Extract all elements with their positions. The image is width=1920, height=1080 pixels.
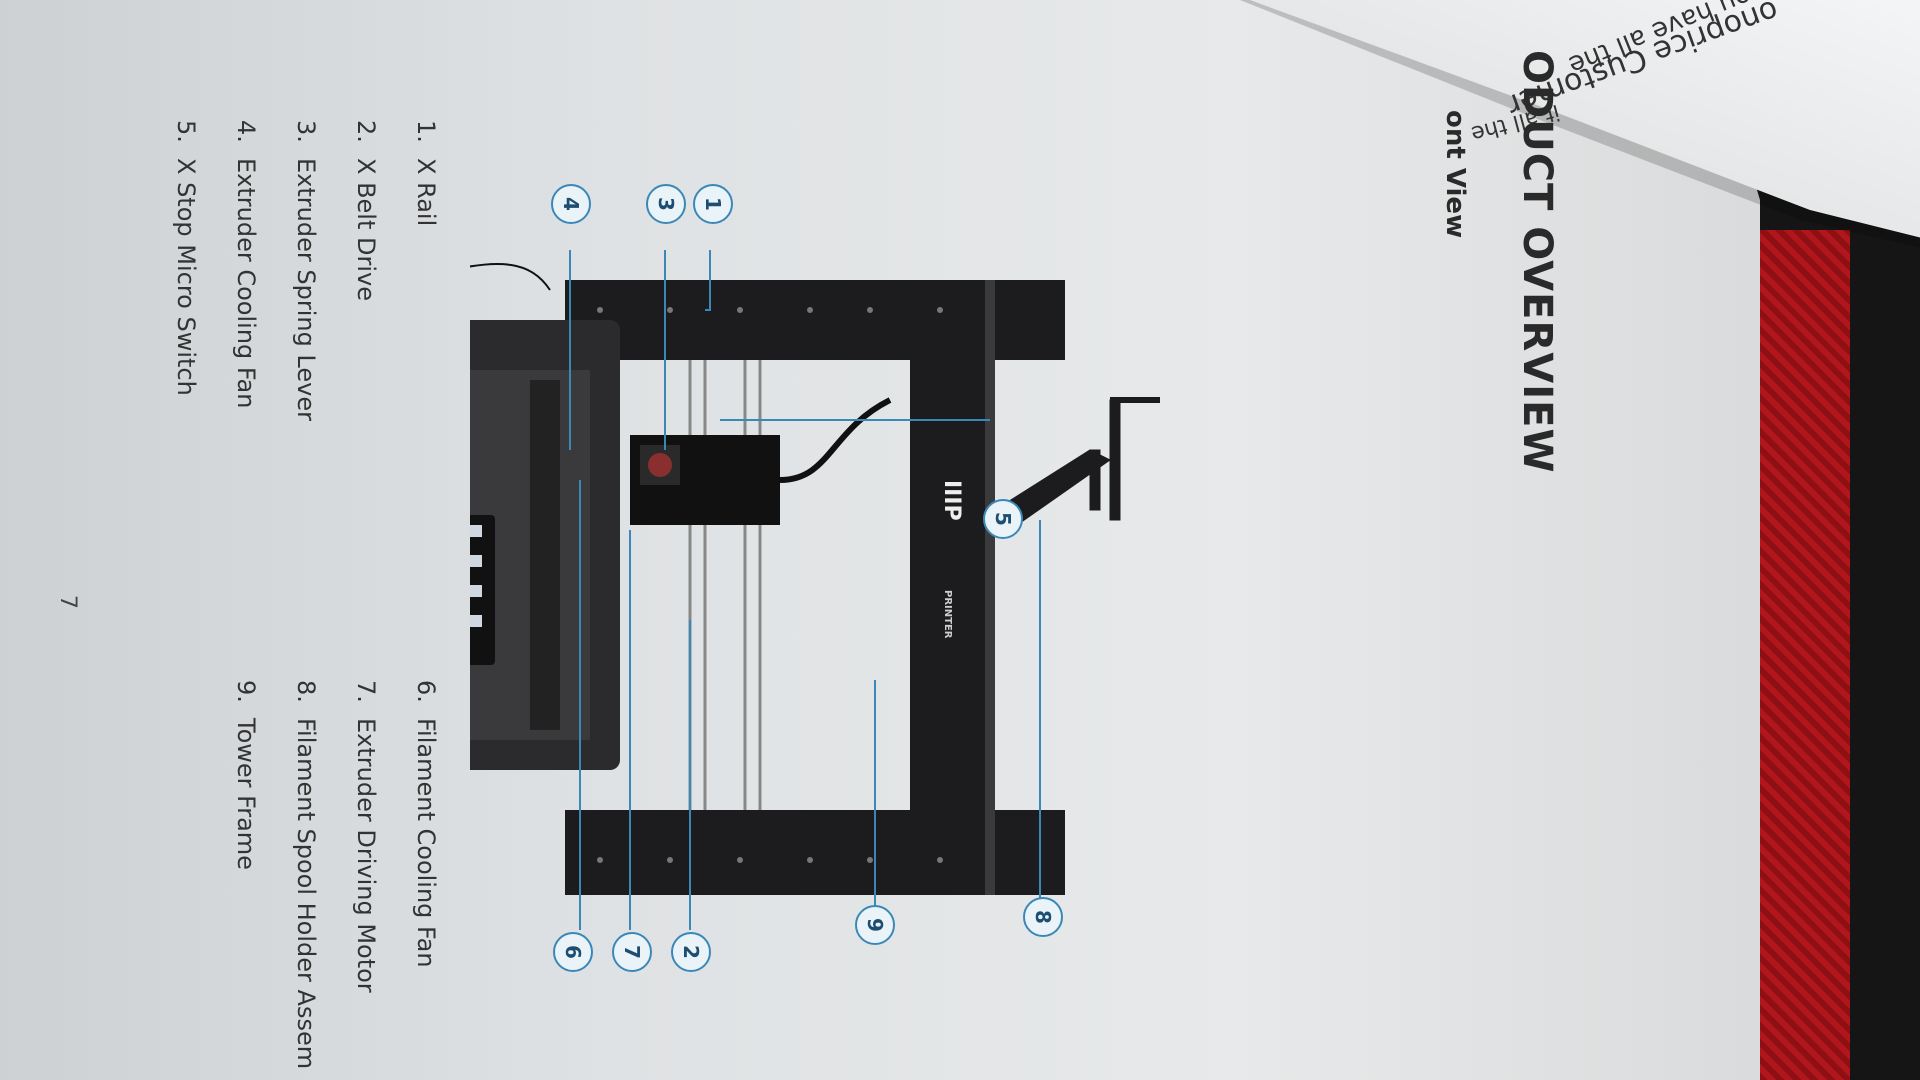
callout-6: 6 — [553, 932, 593, 972]
callout-2: 2 — [671, 932, 711, 972]
part-label: Tower Frame — [232, 718, 260, 870]
part-label: Extruder Spring Lever — [292, 158, 320, 421]
part-number: 4. — [232, 120, 260, 143]
part-label: Extruder Cooling Fan — [232, 158, 260, 409]
callout-3: 3 — [646, 184, 686, 224]
page-number: 7 — [55, 595, 80, 609]
part-number: 7. — [352, 680, 380, 703]
spool-holder — [994, 397, 1160, 531]
part-label: X Belt Drive — [352, 158, 380, 301]
part-number: 6. — [412, 680, 440, 703]
part-number: 5. — [172, 120, 200, 143]
part-item-4: 4. Extruder Cooling Fan — [232, 120, 260, 408]
tower-frame — [565, 280, 1065, 895]
part-number: 9. — [232, 680, 260, 703]
section-subtitle: ont View — [1440, 110, 1470, 239]
printer-illustration: IIIP PRINTER — [470, 250, 1160, 930]
part-item-3: 3. Extruder Spring Lever — [292, 120, 320, 421]
part-label: Filament Spool Holder Assem — [292, 718, 320, 1070]
callout-4: 4 — [551, 184, 591, 224]
part-number: 3. — [292, 120, 320, 143]
part-label: Extruder Driving Motor — [352, 718, 380, 993]
part-item-7: 7. Extruder Driving Motor — [352, 680, 380, 993]
callout-8: 8 — [1023, 897, 1063, 937]
callout-7: 7 — [612, 932, 652, 972]
callout-5: 5 — [983, 499, 1023, 539]
control-panel — [470, 515, 495, 665]
callout-1: 1 — [693, 184, 733, 224]
callout-9: 9 — [855, 905, 895, 945]
part-label: Filament Cooling Fan — [412, 718, 440, 968]
part-item-2: 2. X Belt Drive — [352, 120, 380, 301]
part-item-1: 1. X Rail — [412, 120, 440, 226]
part-item-6: 6. Filament Cooling Fan — [412, 680, 440, 968]
printer-logo-text: PRINTER — [942, 590, 953, 639]
part-label: X Stop Micro Switch — [172, 158, 200, 396]
part-number: 2. — [352, 120, 380, 143]
brand-mark: IIIP — [939, 480, 964, 521]
part-number: 1. — [412, 120, 440, 143]
manual-page — [0, 0, 1760, 1080]
part-label: X Rail — [412, 158, 440, 227]
section-title: ODUCT OVERVIEW — [1514, 50, 1560, 474]
part-item-9: 9. Tower Frame — [232, 680, 260, 870]
part-item-5: 5. X Stop Micro Switch — [172, 120, 200, 396]
part-item-8: 8. Filament Spool Holder Assem — [292, 680, 320, 1069]
part-number: 8. — [292, 680, 320, 703]
